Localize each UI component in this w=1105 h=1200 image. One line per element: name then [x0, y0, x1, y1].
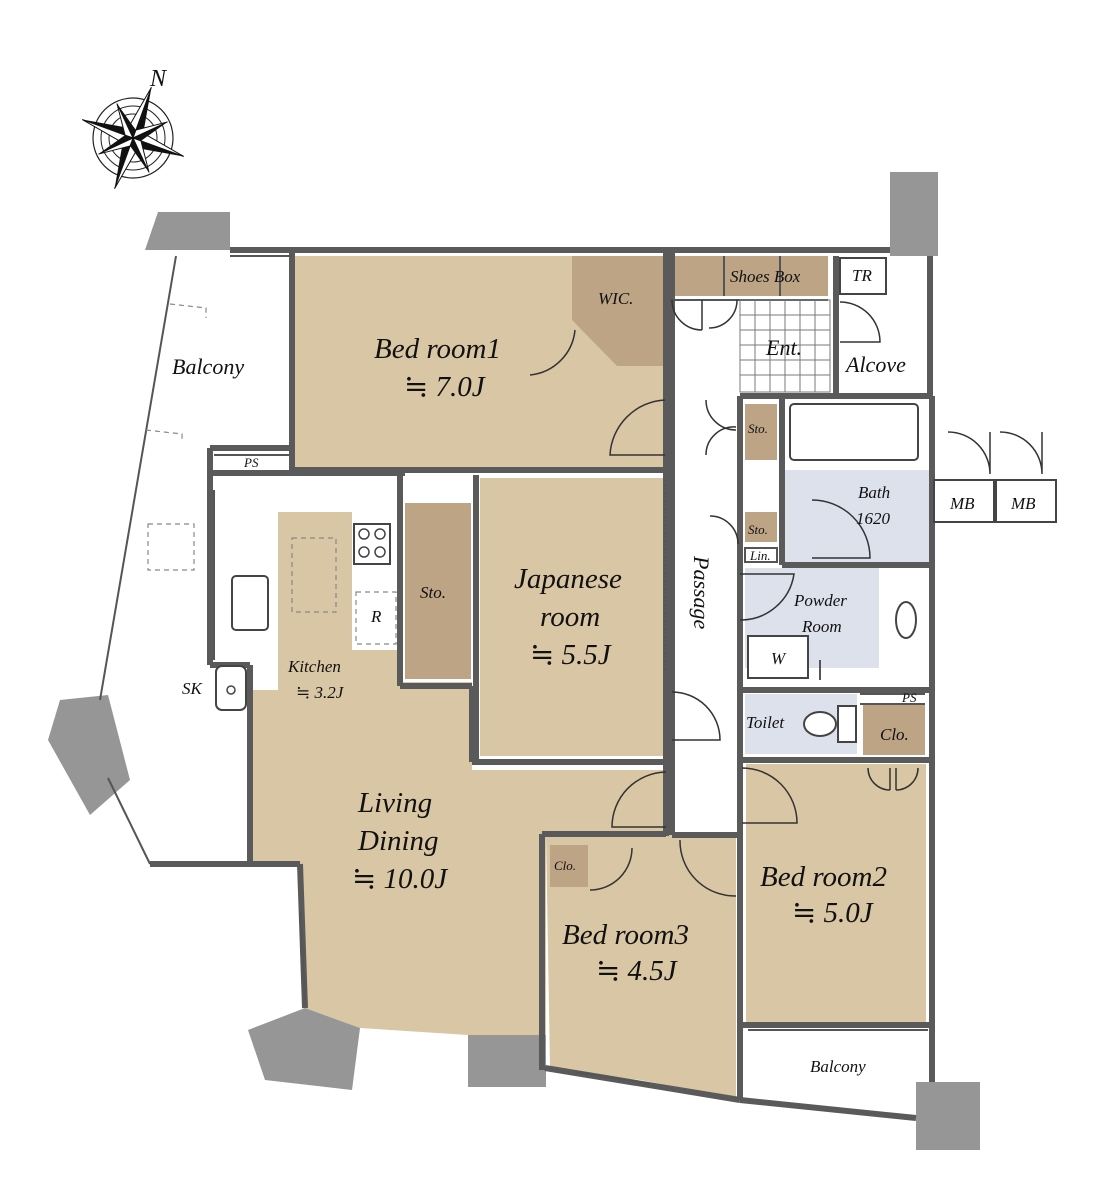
- compass-north-label: N: [149, 66, 168, 92]
- japanese-room-area: [480, 478, 666, 756]
- bedroom1-size: ≒ 7.0J: [404, 371, 486, 403]
- bedroom2-label: Bed room2: [760, 861, 887, 893]
- tr-label: TR: [852, 266, 872, 285]
- mb2-label: MB: [1010, 494, 1036, 513]
- kitchen-island-area: [278, 512, 352, 662]
- linen-label: Lin.: [749, 548, 771, 563]
- column-sw: [248, 1008, 360, 1090]
- bathtub: [789, 403, 919, 461]
- kitchen-size: ≒ 3.2J: [296, 683, 345, 702]
- living-dining-area: [250, 586, 666, 1035]
- sto-hall2-area: [745, 512, 777, 542]
- entrance-label: Ent.: [765, 335, 802, 360]
- powder-room-label-2: Room: [801, 617, 842, 636]
- balcony-dash-mid: [145, 429, 183, 442]
- powder-room-label-1: Powder: [793, 591, 847, 610]
- clo-toilet-label: Clo.: [880, 725, 909, 744]
- bedroom3-label: Bed room3: [562, 919, 689, 951]
- column-s: [468, 1035, 546, 1087]
- toilet-bowl: [803, 711, 837, 737]
- shoes-box-label: Shoes Box: [730, 267, 801, 286]
- bedroom2-area: [746, 764, 926, 1022]
- tr-box: [839, 257, 887, 295]
- sto-hall1-label: Sto.: [748, 421, 768, 436]
- clo-bed3-area: [550, 845, 588, 887]
- balcony-west-label: Balcony: [172, 354, 244, 379]
- passage-label: Passage: [689, 555, 714, 630]
- column-w: [48, 695, 130, 815]
- mb2-box: [995, 479, 1057, 523]
- mb1-box: [933, 479, 995, 523]
- fixtures: [145, 303, 919, 743]
- sink-label: SK: [182, 679, 204, 698]
- walls: [150, 247, 935, 1121]
- balcony-south-label: Balcony: [810, 1057, 866, 1076]
- bedroom3-area: [546, 834, 736, 1098]
- japanese-room-label-2: room: [540, 601, 600, 633]
- clo-bed3-label: Clo.: [554, 858, 576, 873]
- doors: [529, 299, 1043, 897]
- ps-east-label: PS: [901, 690, 917, 705]
- kitchen-label: Kitchen: [287, 657, 341, 676]
- ps-west-label: PS: [243, 455, 259, 470]
- refrigerator-label: R: [370, 607, 382, 626]
- bath-size: 1620: [856, 509, 891, 528]
- compass-rose-icon: [82, 87, 184, 189]
- column-nw: [145, 212, 230, 250]
- shoes-box-area: [672, 256, 828, 296]
- fridge: [355, 591, 397, 645]
- sto-hall2-label: Sto.: [748, 522, 768, 537]
- washer-label: W: [771, 649, 787, 668]
- balcony-dash-top: [169, 303, 207, 318]
- living-dining-size: ≒ 10.0J: [352, 863, 448, 895]
- japanese-room-label-1: Japanese: [514, 563, 622, 595]
- japanese-room-size: ≒ 5.5J: [530, 639, 612, 671]
- wash-basin: [895, 601, 917, 639]
- sto-hall1-area: [745, 404, 777, 460]
- sto-center-label: Sto.: [420, 583, 446, 602]
- washer-box: [747, 635, 809, 679]
- bath-area: [784, 470, 930, 562]
- living-dining-label-1: Living: [357, 787, 432, 819]
- sto-center-area: [405, 503, 471, 679]
- sk-basin: [215, 665, 247, 711]
- bedroom1-label: Bed room1: [374, 333, 501, 365]
- wic-label: WIC.: [598, 289, 633, 308]
- column-se: [916, 1082, 980, 1150]
- bedroom2-size: ≒ 5.0J: [792, 897, 874, 929]
- toilet-tank: [837, 705, 857, 743]
- alcove-label: Alcove: [844, 352, 906, 377]
- balcony-dash-box: [147, 523, 195, 571]
- counter-dashed: [291, 537, 337, 613]
- kitchen-sink: [231, 575, 269, 631]
- mb1-label: MB: [949, 494, 975, 513]
- bath-label: Bath: [858, 483, 890, 502]
- entrance-tiles: [739, 299, 831, 393]
- thin-lines: [99, 255, 928, 1085]
- wic-area: [572, 256, 666, 366]
- clo-toilet-area: [863, 705, 925, 755]
- column-ne: [890, 172, 938, 256]
- toilet-label: Toilet: [746, 713, 785, 732]
- stove: [353, 523, 391, 565]
- bedroom3-size: ≒ 4.5J: [596, 955, 678, 987]
- living-dining-label-2: Dining: [357, 825, 439, 857]
